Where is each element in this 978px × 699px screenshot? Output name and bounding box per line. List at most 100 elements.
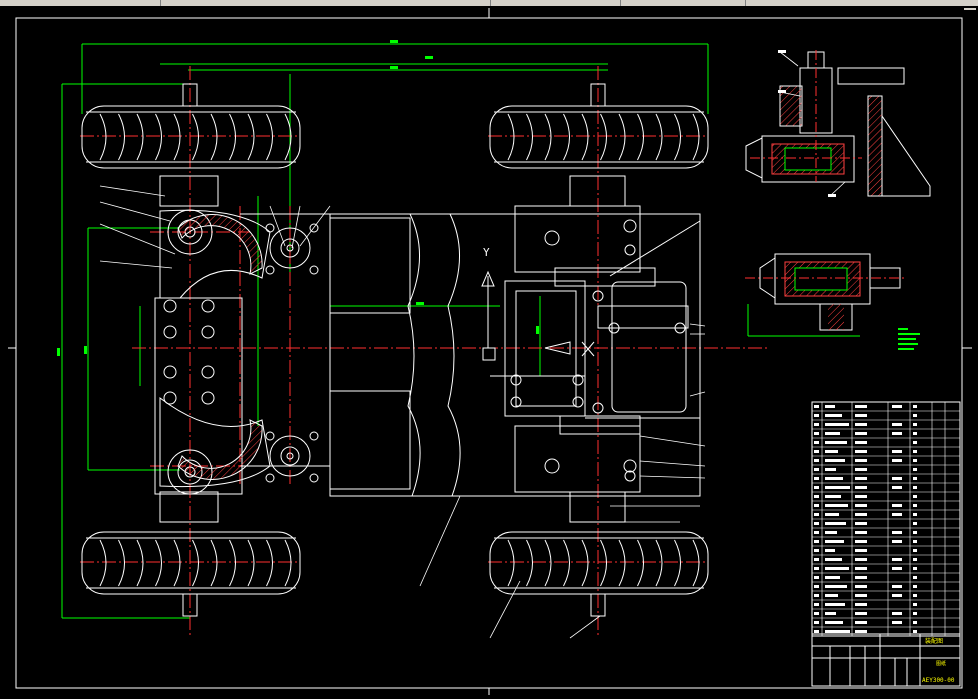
- wheel-tires: [81, 83, 709, 617]
- tire-tread: [674, 113, 681, 161]
- tire-tread: [507, 113, 515, 161]
- toolbar-separator: [160, 0, 161, 6]
- bolt-circle: [286, 452, 294, 460]
- detail-view-1: [745, 50, 931, 197]
- bolt-circle: [201, 325, 215, 339]
- bolt-circle: [592, 290, 604, 302]
- bolt-circle: [167, 209, 213, 255]
- bolt-circle: [163, 391, 177, 405]
- tire-tread: [118, 539, 125, 587]
- bolt-circle: [510, 396, 522, 408]
- tire-tread: [229, 539, 236, 587]
- tire-tread: [99, 539, 107, 587]
- bolt-circle: [280, 238, 300, 258]
- toolbar-separator: [490, 0, 491, 6]
- axis-label-y: Y: [483, 246, 490, 259]
- bolt-circle: [624, 470, 636, 482]
- bolt-circle: [572, 374, 584, 386]
- tire-tread: [526, 539, 533, 587]
- tire-tread: [581, 539, 589, 587]
- tire-tread: [173, 539, 181, 587]
- leader-lines: [99, 185, 706, 639]
- tire-tread: [581, 113, 589, 161]
- bolt-circle: [623, 219, 637, 233]
- bolt-circle: [623, 459, 637, 473]
- bolt-circle: [608, 322, 620, 334]
- tire-tread: [563, 113, 570, 161]
- tire-tread: [284, 113, 292, 161]
- bolt-circle: [280, 446, 300, 466]
- bill-of-materials: [811, 401, 961, 637]
- tire-tread: [210, 113, 218, 161]
- tire-tread: [192, 113, 199, 161]
- bolt-circle: [544, 230, 560, 246]
- chassis-frame: [154, 175, 701, 523]
- tire-tread: [544, 539, 552, 587]
- bolt-circle: [265, 265, 275, 275]
- bolt-circle: [163, 365, 177, 379]
- tire-tread: [692, 539, 700, 587]
- bolt-circle: [309, 431, 319, 441]
- tire-tread: [692, 113, 700, 161]
- tire-tread: [136, 539, 144, 587]
- title-block-code: AEY300-00: [922, 677, 955, 684]
- tire-tread: [655, 539, 663, 587]
- tire-tread: [266, 539, 273, 587]
- tire-tread: [655, 113, 663, 161]
- detail-view-2: [745, 253, 905, 337]
- tire-tread: [266, 113, 273, 161]
- title-block-sub: 图纸: [936, 660, 946, 667]
- dimension-lines: [61, 43, 709, 619]
- tire-tread: [155, 113, 162, 161]
- bolt-circle: [624, 244, 636, 256]
- tire-tread: [192, 539, 199, 587]
- bolt-circle: [201, 391, 215, 405]
- bolt-circle: [269, 227, 311, 269]
- bolt-circle: [592, 402, 604, 414]
- bolt-circle: [269, 435, 311, 477]
- axle-bolt: [182, 83, 198, 107]
- bolt-circle: [265, 223, 275, 233]
- toolbar-separator: [620, 0, 621, 6]
- tire-tread: [600, 539, 607, 587]
- tire-tread: [247, 113, 255, 161]
- axle-bolt: [182, 593, 198, 617]
- bolt-circle: [544, 458, 560, 474]
- tire-tread: [155, 539, 162, 587]
- tire-tread: [507, 539, 515, 587]
- bolt-circle: [163, 299, 177, 313]
- bolt-circle: [510, 374, 522, 386]
- drawing-canvas[interactable]: Y: [0, 6, 978, 696]
- tire-tread: [136, 113, 144, 161]
- axle-bolt: [590, 593, 606, 617]
- bolt-circle: [309, 223, 319, 233]
- bolt-holes: [163, 209, 686, 495]
- title-block: 装配图 图纸 AEY300-00: [811, 633, 961, 687]
- tire-tread: [600, 113, 607, 161]
- tire-tread: [247, 539, 255, 587]
- tire-tread: [618, 113, 626, 161]
- tire-tread: [526, 113, 533, 161]
- tire-tread: [563, 539, 570, 587]
- tire-tread: [674, 539, 681, 587]
- tire-tread: [99, 113, 107, 161]
- bolt-circle: [163, 325, 177, 339]
- close-icon[interactable]: [964, 8, 976, 10]
- cad-drawing[interactable]: Y: [0, 6, 978, 696]
- tire-tread: [229, 113, 236, 161]
- bolt-circle: [286, 244, 294, 252]
- bolt-circle: [265, 473, 275, 483]
- bolt-circle: [201, 365, 215, 379]
- hatched-pivots: [177, 214, 263, 480]
- tire-tread: [173, 113, 181, 161]
- technical-notes: [898, 328, 920, 350]
- title-block-name: 装配图: [925, 637, 943, 645]
- bolt-circle: [309, 265, 319, 275]
- tire-tread: [118, 113, 125, 161]
- bolt-circle: [309, 473, 319, 483]
- tire-tread: [284, 539, 292, 587]
- toolbar-separator: [745, 0, 746, 6]
- tire-tread: [618, 539, 626, 587]
- bolt-circle: [674, 322, 686, 334]
- tire-tread: [544, 113, 552, 161]
